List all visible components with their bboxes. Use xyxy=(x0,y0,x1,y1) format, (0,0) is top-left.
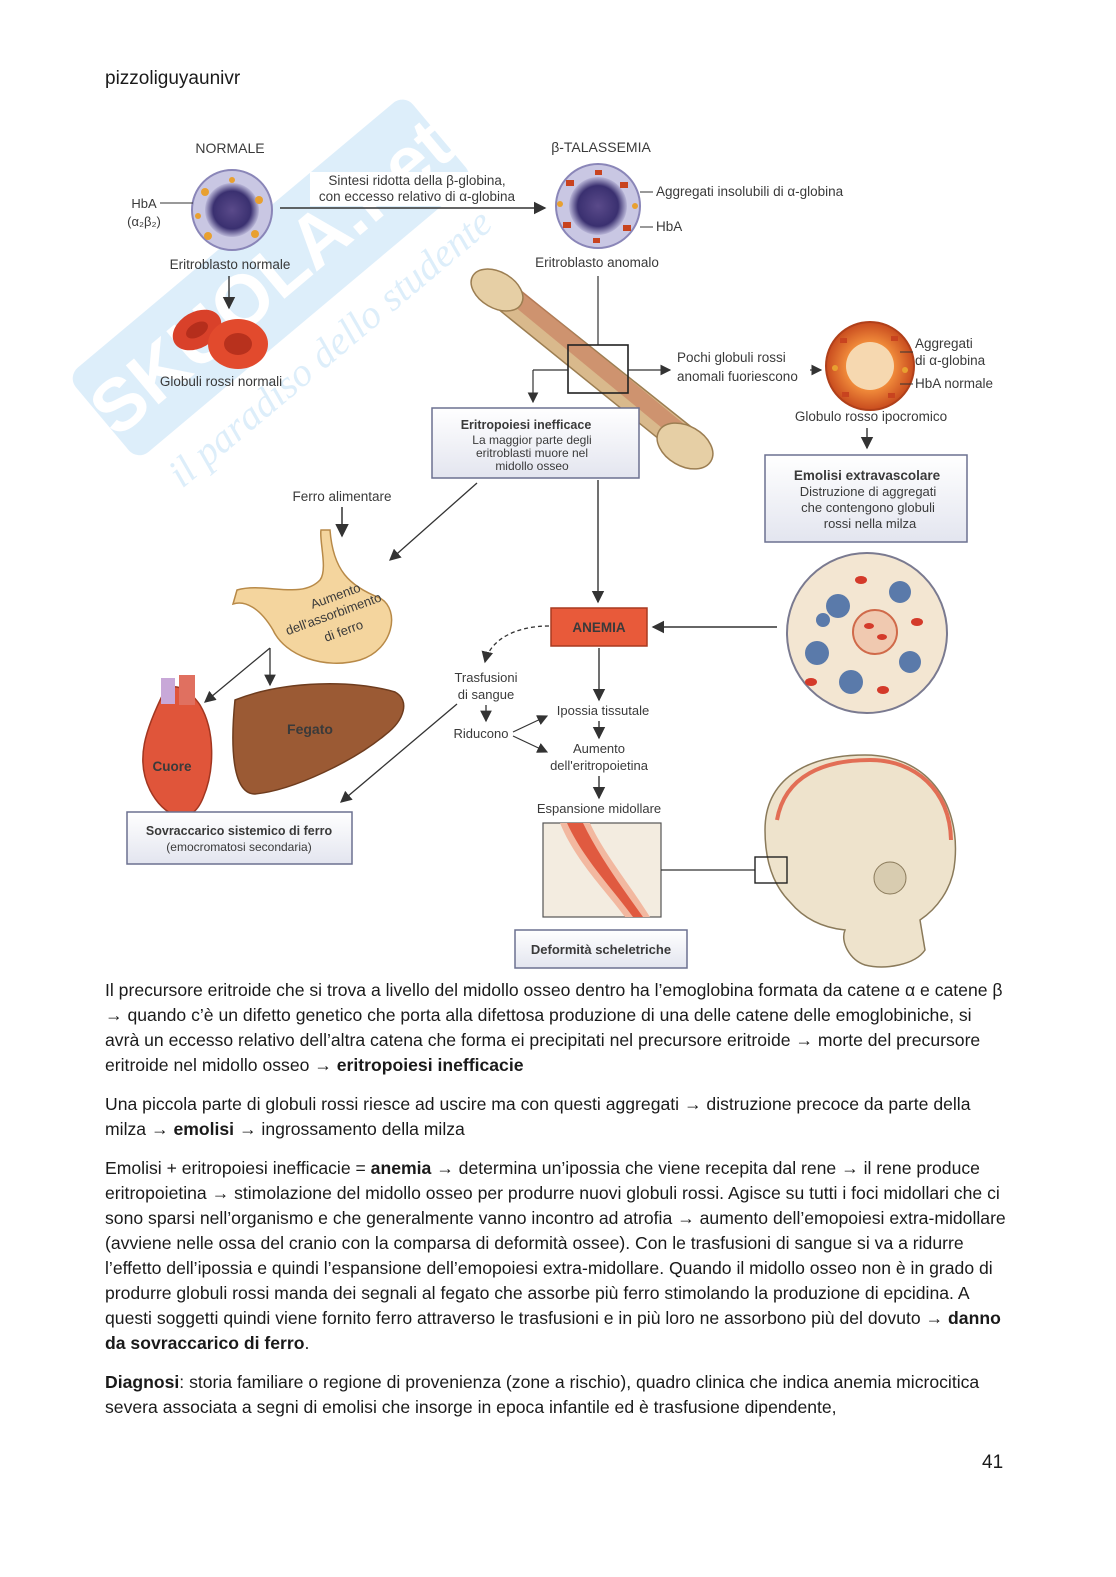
synthesis-line2: con eccesso relativo di α-globina xyxy=(319,189,516,204)
paragraph-diagnosis: Diagnosi: storia familiare o regione di … xyxy=(105,1370,1010,1420)
ineffective-line1: La maggior parte degli xyxy=(472,433,591,447)
paragraph-2-text-c: → ingrossamento della milza xyxy=(234,1119,465,1139)
heart-illustration xyxy=(142,675,213,818)
hypochromic-rbc-label: Globulo rosso ipocromico xyxy=(795,409,947,424)
abnormal-erythroblast-illustration xyxy=(555,163,641,249)
iron-overload-term: danno da sovraccarico di ferro xyxy=(105,1308,1001,1353)
hemolysis-term: emolisi xyxy=(173,1119,235,1139)
paragraph-hemolysis: Una piccola parte di globuli rossi riesc… xyxy=(105,1092,1010,1142)
paragraph-1-text: Il precursore eritroide che si trova a l… xyxy=(105,980,1003,1075)
abnormal-erythroblast-label: Eritroblasto anomalo xyxy=(535,255,659,270)
hba-normale-label: HbA normale xyxy=(915,376,993,391)
iron-overload-box xyxy=(126,811,353,865)
hba-right-label: HbA xyxy=(656,219,682,234)
ineffective-line2: eritroblasti muore nel xyxy=(476,446,588,460)
anemia-label: ANEMIA xyxy=(572,620,625,635)
body-text: Il precursore eritroide che si trova a l… xyxy=(105,978,1010,1434)
hemolysis-line2: che contengono globuli xyxy=(801,500,935,515)
paragraph-3-text-c: → determina un’ipossia che viene recepit… xyxy=(105,1158,1006,1328)
paragraph-erythropoiesis: Il precursore eritroide che si trova a l… xyxy=(105,978,1010,1078)
paragraph-anemia: Emolisi + eritropoiesi inefficacie = ane… xyxy=(105,1156,1010,1356)
heart-label: Cuore xyxy=(152,759,191,774)
anemia-term: anemia xyxy=(370,1158,432,1178)
hypochromic-rbc-illustration xyxy=(825,321,915,411)
extravascular-hemolysis-box xyxy=(764,454,968,543)
diagnosis-term: Diagnosi xyxy=(105,1372,180,1392)
thalassemia-title: β-TALASSEMIA xyxy=(551,139,651,155)
normal-erythroblast-label: Eritroblasto normale xyxy=(170,257,291,272)
few-rbc-line2: anomali fuoriescono xyxy=(677,369,798,384)
ineffective-erythropoiesis-box xyxy=(431,407,640,479)
liver-label: Fegato xyxy=(287,721,333,737)
marrow-expansion-illustration xyxy=(542,822,662,918)
spleen-microscopy-illustration xyxy=(786,552,948,714)
paragraph-3-text-a: Emolisi + eritropoiesi inefficacie = xyxy=(105,1158,371,1178)
hypoxia-label: Ipossia tissutale xyxy=(557,703,650,718)
hemolysis-line3: rossi nella milza xyxy=(824,516,917,531)
normal-rbc-illustration xyxy=(172,309,268,369)
aggregates-alpha-line2: di α-globina xyxy=(915,353,986,368)
liver-illustration xyxy=(232,683,405,795)
diagram-svg: NORMALE HbA (α₂β₂) Eritroblasto normale … xyxy=(126,139,993,969)
hba-formula: (α₂β₂) xyxy=(127,214,161,229)
page-header-author: pizzoliguyaunivr xyxy=(105,68,241,89)
hemolysis-line1: Distruzione di aggregati xyxy=(800,484,937,499)
hemolysis-title: Emolisi extravascolare xyxy=(794,468,941,483)
dietary-iron-label: Ferro alimentare xyxy=(292,489,391,504)
aggregates-label: Aggregati insolubili di α-globina xyxy=(656,184,844,199)
normal-rbc-label: Globuli rossi normali xyxy=(160,374,282,389)
long-bone-illustration xyxy=(470,268,714,470)
skeletal-deformity-box xyxy=(514,929,688,969)
paragraph-3-text-e: . xyxy=(304,1333,310,1353)
transfusion-line2: di sangue xyxy=(458,687,514,702)
few-rbc-line1: Pochi globuli rossi xyxy=(677,350,786,365)
skull-illustration xyxy=(764,754,957,968)
iron-overload-title: Sovraccarico sistemico di ferro xyxy=(146,824,333,838)
stomach-illustration xyxy=(231,529,393,664)
reduce-label: Riducono xyxy=(454,726,509,741)
ineffective-erythropoiesis-term: eritropoiesi inefficacie xyxy=(336,1055,524,1075)
paragraph-4-text: : storia familiare o regione di provenie… xyxy=(105,1372,980,1417)
epo-line2: dell'eritropoietina xyxy=(550,758,649,773)
paragraph-2-text-a: Una piccola parte di globuli rossi riesc… xyxy=(105,1094,971,1139)
page-number: 41 xyxy=(982,1452,1004,1473)
skeletal-deformity-label: Deformità scheletriche xyxy=(531,942,671,957)
aggregates-alpha-line1: Aggregati xyxy=(915,336,973,351)
hba-label: HbA xyxy=(131,196,157,211)
normal-erythroblast-illustration xyxy=(191,169,273,251)
ineffective-title: Eritropoiesi inefficace xyxy=(461,418,592,432)
anemia-box xyxy=(550,607,648,647)
iron-overload-subtitle: (emocromatosi secondaria) xyxy=(166,840,311,854)
transfusion-line1: Trasfusioni xyxy=(454,670,517,685)
synthesis-line1: Sintesi ridotta della β-globina, xyxy=(328,173,505,188)
epo-line1: Aumento xyxy=(573,741,625,756)
beta-thalassemia-diagram: NORMALE HbA (α₂β₂) Eritroblasto normale … xyxy=(105,130,1005,975)
ineffective-line3: midollo osseo xyxy=(495,459,569,473)
marrow-expansion-label: Espansione midollare xyxy=(537,801,661,816)
normal-title: NORMALE xyxy=(195,140,264,156)
